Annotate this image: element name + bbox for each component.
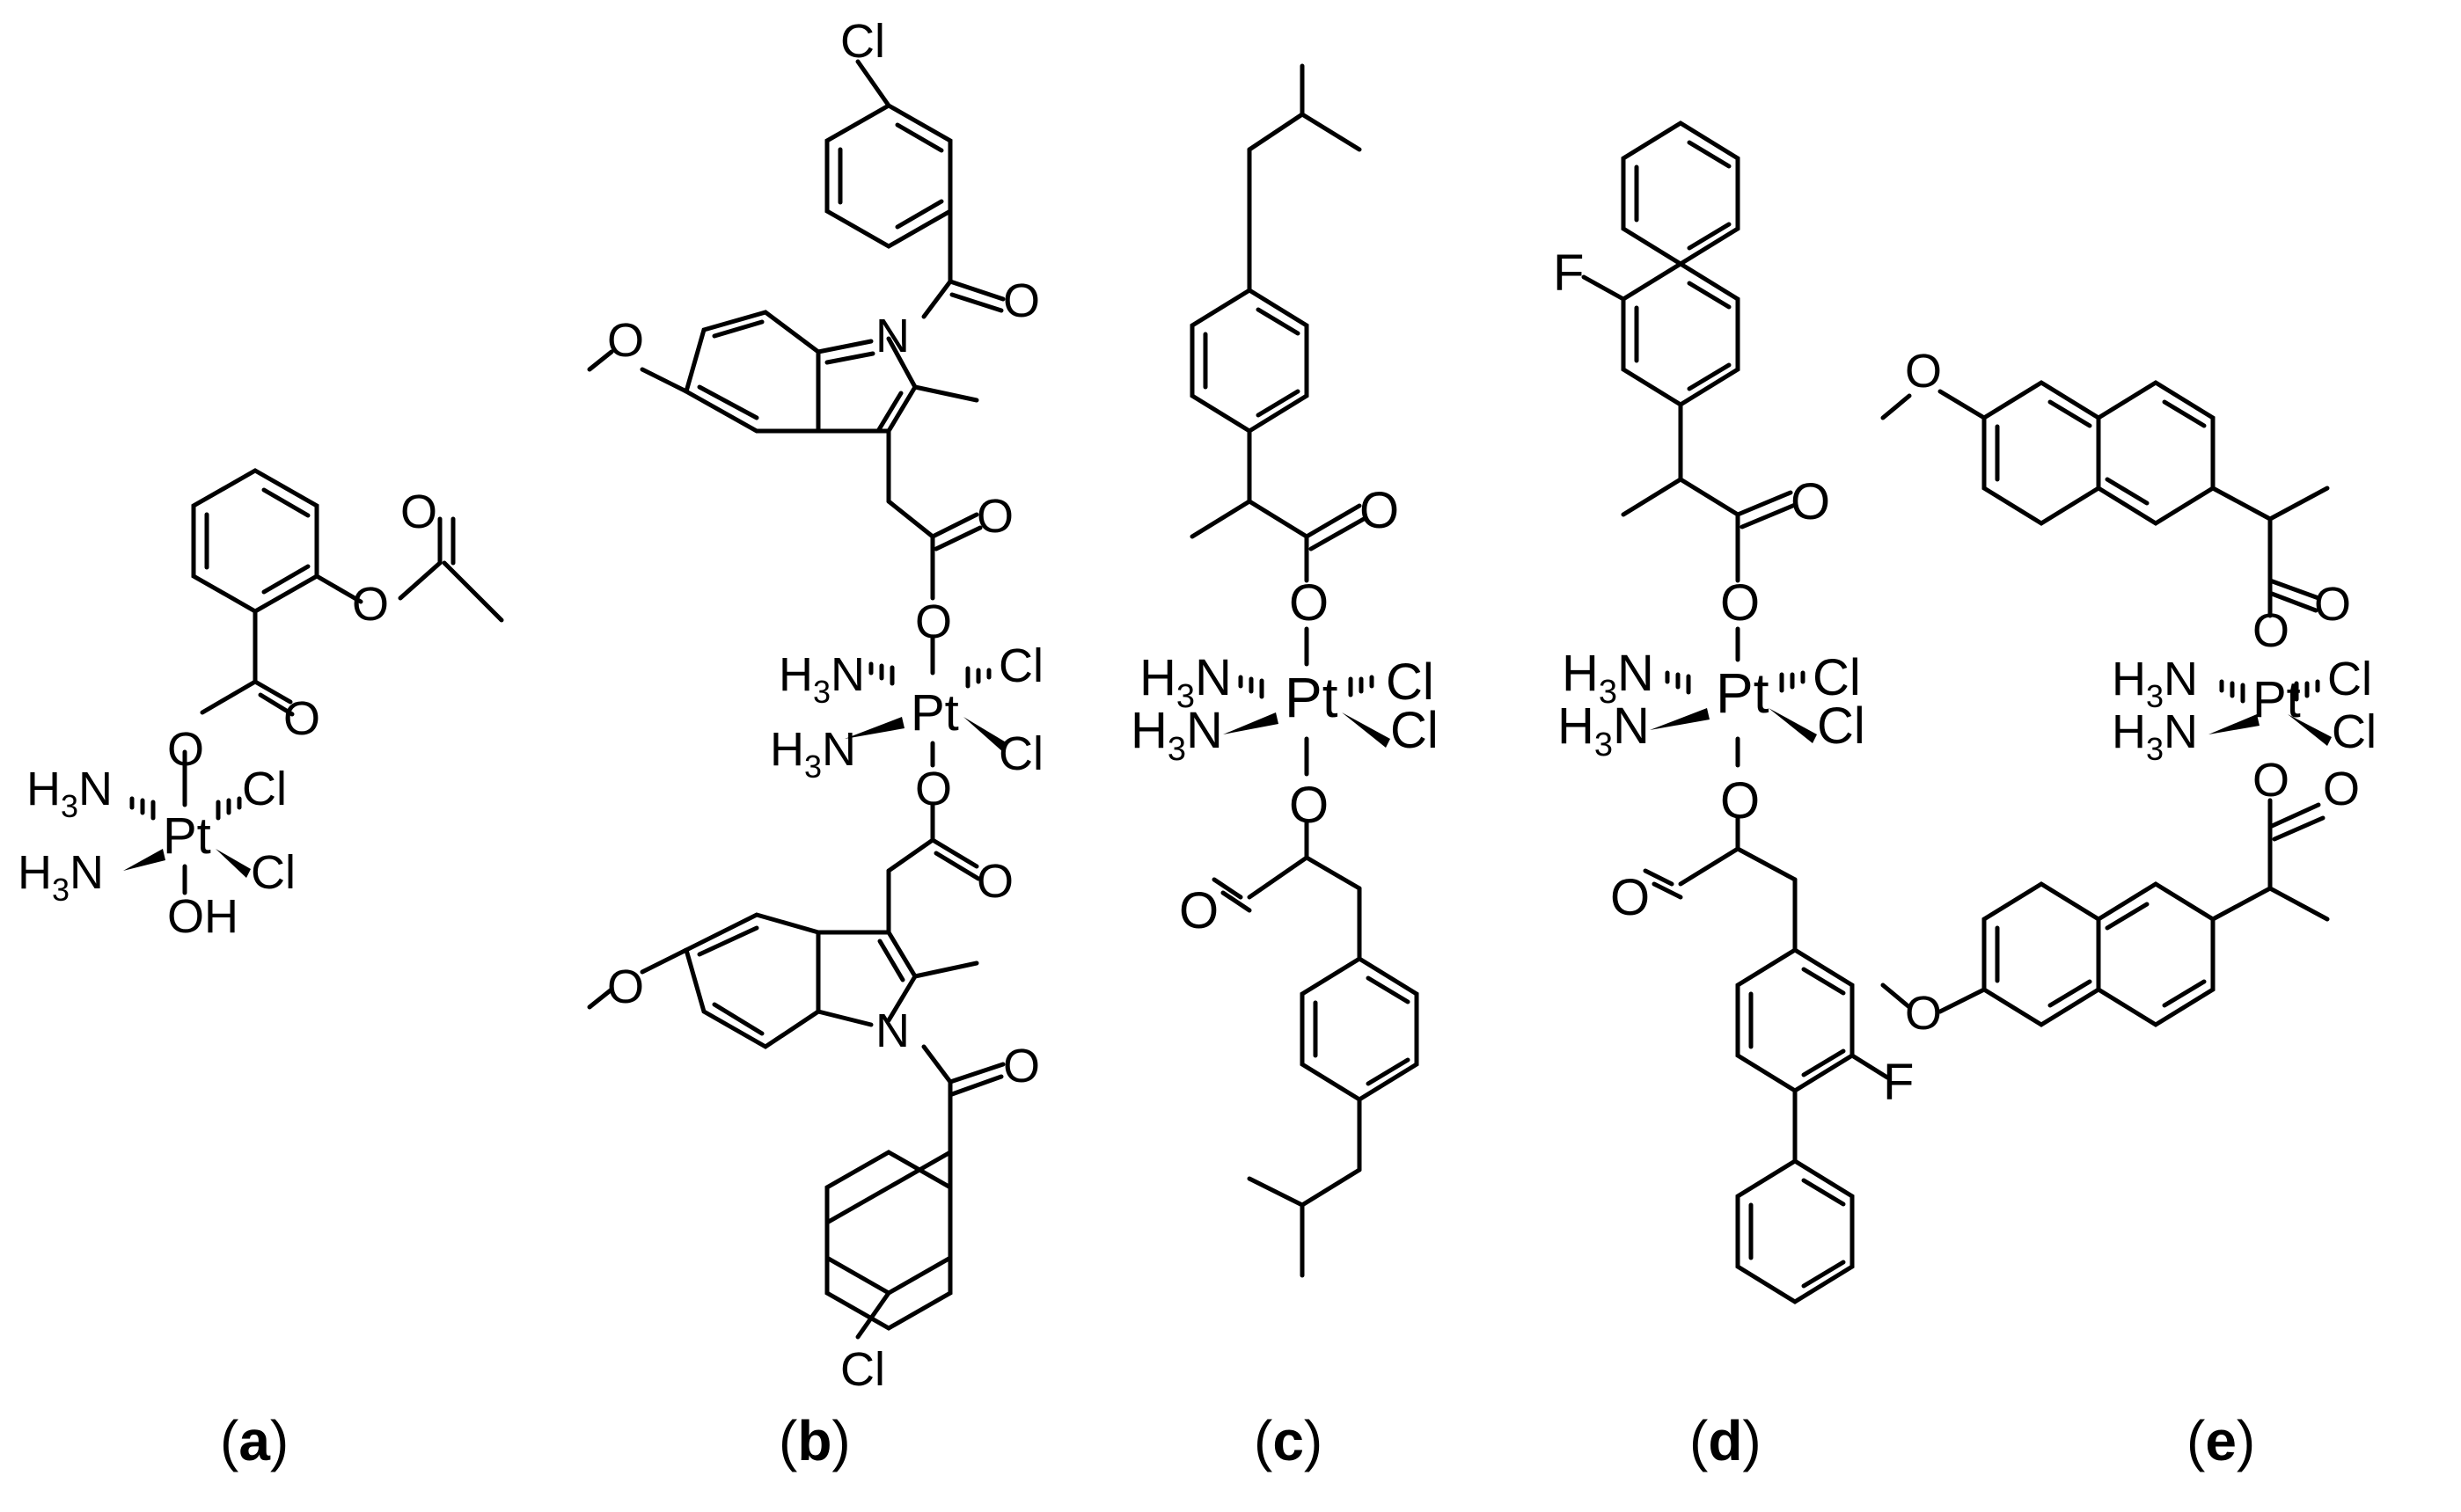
atom-n: N xyxy=(875,310,910,362)
atom-o: O xyxy=(1720,574,1760,632)
svg-text:H3N: H3N xyxy=(1131,702,1223,768)
atom-o: O xyxy=(607,314,644,367)
svg-text:H3N: H3N xyxy=(779,648,865,710)
atom-cl: Cl xyxy=(251,846,296,899)
atom-cl: Cl xyxy=(1813,649,1861,706)
atom-o: O xyxy=(2314,578,2351,631)
atom-o: O xyxy=(1905,345,1942,398)
ammine-ligand: H3N xyxy=(1562,645,1654,711)
atom-cl: Cl xyxy=(999,639,1044,692)
atom-pt: Pt xyxy=(2252,671,2301,728)
atom-cl: Cl xyxy=(999,727,1044,780)
atom-o: O xyxy=(1720,772,1760,829)
atom-o: O xyxy=(283,692,320,745)
atom-oh: OH xyxy=(167,890,238,943)
panel-label-a: (a) xyxy=(220,1409,289,1472)
atom-o: O xyxy=(977,490,1014,543)
ammine-ligand: H3N xyxy=(26,763,113,824)
ammine-ligand: H3N xyxy=(18,846,104,908)
atom-f: F xyxy=(1883,1054,1914,1111)
atom-cl: Cl xyxy=(2332,705,2377,758)
atom-o: O xyxy=(2323,763,2360,815)
panel-label-e: (e) xyxy=(2186,1409,2255,1472)
ammine-ligand: H3N xyxy=(779,648,865,710)
atom-cl: Cl xyxy=(840,15,885,68)
atom-o: O xyxy=(977,855,1014,908)
atom-cl: Cl xyxy=(242,763,287,815)
ammine-ligand: H3N xyxy=(1557,698,1650,763)
panel-label-c: (c) xyxy=(1254,1409,1322,1472)
ammine-ligand: H3N xyxy=(1139,649,1232,715)
atom-cl: Cl xyxy=(2327,653,2372,705)
atom-cl: Cl xyxy=(1817,698,1865,755)
svg-text:H3N: H3N xyxy=(2112,653,2198,714)
svg-text:H3N: H3N xyxy=(1139,649,1232,715)
atom-o: O xyxy=(400,486,437,538)
atom-o: O xyxy=(167,723,204,776)
atom-o: O xyxy=(1610,869,1650,926)
atom-f: F xyxy=(1553,245,1584,302)
atom-o: O xyxy=(352,578,389,631)
atom-n: N xyxy=(875,1004,910,1057)
atom-o: O xyxy=(1003,1040,1040,1092)
atom-o: O xyxy=(1179,882,1219,939)
atom-pt: Pt xyxy=(1716,661,1769,725)
atom-o: O xyxy=(1791,473,1830,530)
svg-text:H3N: H3N xyxy=(1557,698,1650,763)
structure-e: O O O Pt Cl Cl O O O H3N H3N xyxy=(1880,345,2377,1040)
atom-o: O xyxy=(915,595,952,648)
structure-c: O O Pt Cl Cl O O H3N H3N xyxy=(1131,63,1439,1278)
ammine-ligand: H3N xyxy=(2112,705,2198,767)
svg-text:H3N: H3N xyxy=(26,763,113,824)
atom-cl: Cl xyxy=(840,1343,885,1396)
atom-o: O xyxy=(2252,754,2289,807)
svg-text:H3N: H3N xyxy=(1562,645,1654,711)
svg-text:H3N: H3N xyxy=(18,846,104,908)
atom-pt: Pt xyxy=(911,684,959,741)
atom-o: O xyxy=(1905,987,1942,1040)
ammine-ligand: H3N xyxy=(2112,653,2198,714)
atom-o: O xyxy=(1359,482,1399,539)
svg-text:H3N: H3N xyxy=(2112,705,2198,767)
svg-text:H3N: H3N xyxy=(770,723,856,785)
structure-b: Cl O N O O O Pt Cl Cl O O O N O Cl H3N H… xyxy=(587,15,1044,1396)
atom-cl: Cl xyxy=(1390,702,1439,759)
structure-a: O O O O Pt Cl Cl OH H3N H3N xyxy=(18,468,504,943)
ammine-ligand: H3N xyxy=(1131,702,1223,768)
structure-d: F O O Pt Cl Cl O O F H3N H3N xyxy=(1553,121,1914,1304)
panel-label-b: (b) xyxy=(779,1409,851,1472)
atom-cl: Cl xyxy=(1386,654,1434,711)
ammine-ligand: H3N xyxy=(770,723,856,785)
atom-o: O xyxy=(915,763,952,815)
panel-label-d: (d) xyxy=(1689,1409,1762,1472)
atom-o: O xyxy=(2252,604,2289,657)
atom-o: O xyxy=(1003,274,1040,327)
atom-o: O xyxy=(1289,777,1329,834)
atom-pt: Pt xyxy=(1285,666,1338,729)
atom-o: O xyxy=(1289,574,1329,632)
atom-pt: Pt xyxy=(163,807,211,865)
atom-o: O xyxy=(607,961,644,1013)
